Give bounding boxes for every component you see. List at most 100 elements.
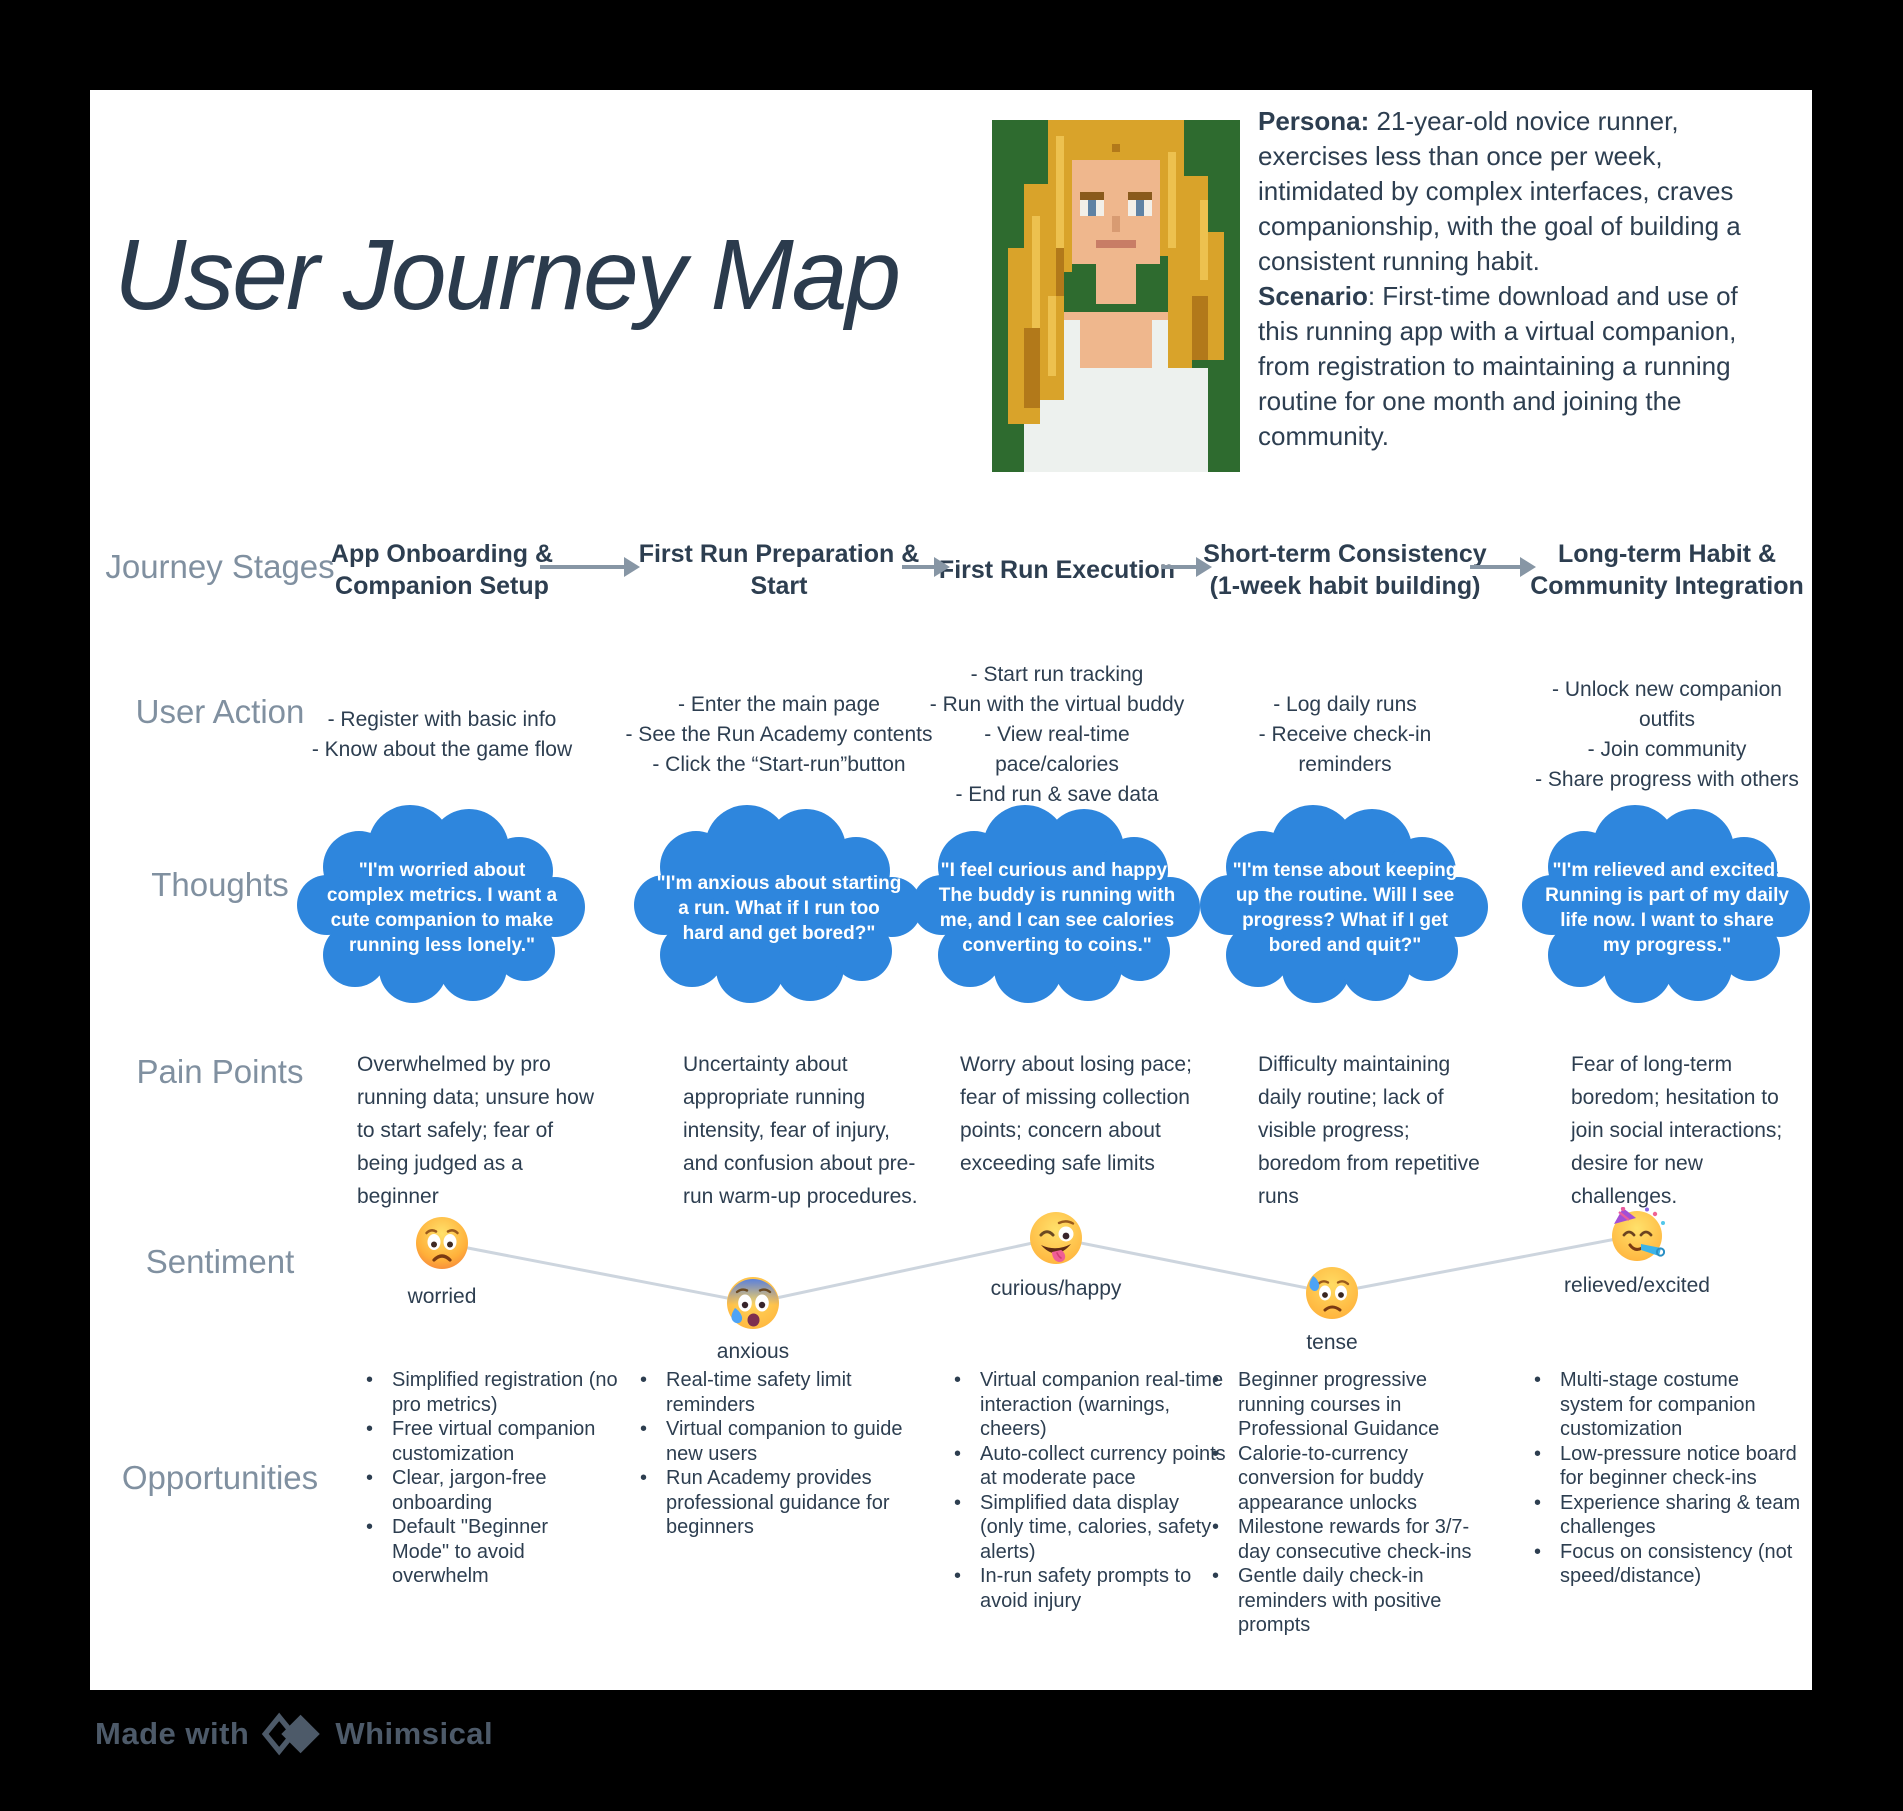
list-item: •Multi-stage costume system for companio… xyxy=(1534,1369,1756,1440)
action-line: - Share progress with others xyxy=(1535,768,1799,791)
pain-col-4: Difficulty maintaining daily routine; la… xyxy=(1258,1053,1480,1208)
cloud-shape-icon xyxy=(1200,805,1488,1003)
tense-sweat-face-emoji xyxy=(1306,1267,1358,1319)
thought-text: "I'm relieved and excited! Running is pa… xyxy=(1545,860,1789,956)
pain-col-2: Uncertainty about appropriate running in… xyxy=(683,1053,918,1208)
page-title: User Journey Map xyxy=(114,219,901,331)
anxious-face-emoji xyxy=(727,1277,779,1329)
arrow-right-icon xyxy=(540,557,640,577)
thought-cloud-3: "I feel curious and happy! The buddy is … xyxy=(912,805,1202,1015)
row-label-opportunities: Opportunities xyxy=(121,1459,319,1496)
persona-text: 21-year-old novice runner, exercises les… xyxy=(1258,106,1741,276)
bullet-icon: • xyxy=(1212,1369,1220,1391)
action-line: - Start run tracking xyxy=(970,663,1144,686)
row-label-pain-points: Pain Points xyxy=(136,1053,304,1090)
whimsical-attribution: Made with Whimsical xyxy=(95,1712,493,1756)
bullet-icon: • xyxy=(366,1369,374,1391)
bullet-icon: • xyxy=(1212,1565,1220,1587)
thought-text: "I'm worried about complex metrics. I wa… xyxy=(326,860,558,956)
pain-col-5: Fear of long-term boredom; hesitation to… xyxy=(1571,1053,1783,1208)
list-item: •Virtual companion to guide new users xyxy=(640,1418,903,1465)
actions-col-4: - Log daily runs - Receive check-in remi… xyxy=(1180,645,1510,825)
action-line: - Enter the main page xyxy=(678,693,880,716)
thought-cloud-4: "I'm tense about keeping up the routine.… xyxy=(1200,805,1490,1015)
stage-4: Short-term Consistency (1-week habit bui… xyxy=(1203,540,1487,600)
action-line: - Know about the game flow xyxy=(311,738,573,761)
bullet-icon: • xyxy=(366,1467,374,1489)
action-line: - Join community xyxy=(1587,738,1747,761)
list-item: •Simplified registration (no pro metrics… xyxy=(366,1369,618,1416)
cloud-shape-icon xyxy=(1522,805,1810,1003)
persona-avatar xyxy=(992,120,1240,472)
scenario-paragraph: Scenario: First-time download and use of… xyxy=(1258,279,1748,454)
actions-col-1: - Register with basic info - Know about … xyxy=(277,645,607,825)
arrow-right-icon xyxy=(1470,557,1536,577)
zany-happy-face-emoji xyxy=(1030,1212,1082,1264)
bullet-icon: • xyxy=(1534,1540,1542,1563)
thought-text: "I'm anxious about starting a run. What … xyxy=(656,872,902,944)
sentiment-label: worried xyxy=(407,1285,477,1308)
bullet-icon: • xyxy=(1212,1442,1220,1465)
action-line: - Unlock new companion outfits xyxy=(1552,678,1782,731)
opportunities-col-1: •Simplified registration (no pro metrics… xyxy=(366,1368,638,1589)
list-item: •Beginner progressive running courses in… xyxy=(1212,1369,1440,1440)
thought-text: "I feel curious and happy! The buddy is … xyxy=(938,860,1176,956)
persona-paragraph: Persona: 21-year-old novice runner, exer… xyxy=(1258,104,1748,279)
arrow-right-icon xyxy=(902,557,950,577)
list-item: •Virtual companion real-time interaction… xyxy=(954,1369,1224,1440)
bullet-icon: • xyxy=(954,1491,962,1514)
row-label-thoughts: Thoughts xyxy=(151,866,289,903)
stage-2: First Run Preparation & Start xyxy=(638,540,920,600)
arrow-right-icon xyxy=(1162,557,1212,577)
list-item: •Calorie-to-currency conversion for budd… xyxy=(1212,1442,1424,1514)
opportunities-col-3: •Virtual companion real-time interaction… xyxy=(954,1368,1226,1613)
thought-text: "I'm tense about keeping up the routine.… xyxy=(1232,860,1458,956)
list-item: •In-run safety prompts to avoid injury xyxy=(954,1565,1192,1612)
bullet-icon: • xyxy=(954,1442,962,1465)
bullet-icon: • xyxy=(1534,1491,1542,1514)
made-with-text: Made with xyxy=(95,1716,250,1751)
stage-3: First Run Execution xyxy=(938,556,1176,584)
list-item: •Auto-collect currency points at moderat… xyxy=(954,1442,1226,1490)
action-line: - Register with basic info xyxy=(327,708,557,731)
sentiment-label: curious/happy xyxy=(990,1277,1122,1300)
list-item: •Clear, jargon-free onboarding xyxy=(366,1467,547,1514)
list-item: •Simplified data display (only time, cal… xyxy=(954,1491,1212,1563)
cloud-shape-icon xyxy=(912,805,1200,1003)
list-item: •Real-time safety limit reminders xyxy=(640,1369,852,1416)
list-item: •Default "Beginner Mode" to avoid overwh… xyxy=(366,1516,549,1587)
list-item: •Free virtual companion customization xyxy=(366,1418,596,1465)
thought-cloud-1: "I'm worried about complex metrics. I wa… xyxy=(297,805,587,1015)
bullet-icon: • xyxy=(640,1467,648,1489)
action-line: - Click the “Start-run”button xyxy=(652,753,906,776)
row-label-journey-stages: Journey Stages xyxy=(105,548,335,585)
bullet-icon: • xyxy=(954,1369,962,1391)
sentiment-label: relieved/excited xyxy=(1564,1274,1710,1297)
action-line: - Log daily runs xyxy=(1273,693,1417,716)
bullet-icon: • xyxy=(954,1565,962,1587)
row-label-sentiment: Sentiment xyxy=(145,1243,295,1280)
bullet-icon: • xyxy=(366,1516,374,1538)
bullet-icon: • xyxy=(640,1418,648,1440)
persona-description: Persona: 21-year-old novice runner, exer… xyxy=(1258,104,1748,454)
persona-label: Persona: xyxy=(1258,106,1370,136)
list-item: •Gentle daily check-in reminders with po… xyxy=(1212,1565,1442,1636)
list-item: •Focus on consistency (not speed/distanc… xyxy=(1534,1540,1793,1588)
list-item: •Run Academy provides professional guida… xyxy=(640,1467,890,1538)
bullet-icon: • xyxy=(640,1369,648,1391)
list-item: •Low-pressure notice board for beginner … xyxy=(1534,1442,1797,1490)
scenario-text: : First-time download and use of this ru… xyxy=(1258,281,1738,451)
pain-col-3: Worry about losing pace; fear of missing… xyxy=(960,1053,1192,1175)
opportunities-col-2: •Real-time safety limit reminders •Virtu… xyxy=(640,1368,912,1540)
cloud-shape-icon xyxy=(297,805,585,1003)
journey-map-canvas: User Journey Map xyxy=(90,90,1812,1690)
actions-col-3: - Start run tracking - Run with the virt… xyxy=(892,645,1222,825)
actions-col-2: - Enter the main page - See the Run Acad… xyxy=(614,645,944,825)
scenario-label: Scenario xyxy=(1258,281,1368,311)
thought-cloud-2: "I'm anxious about starting a run. What … xyxy=(634,805,924,1015)
list-item: •Milestone rewards for 3/7-day consecuti… xyxy=(1212,1516,1472,1563)
brand-text: Whimsical xyxy=(335,1716,494,1751)
actions-col-5: - Unlock new companion outfits - Join co… xyxy=(1502,645,1832,825)
whimsical-logo-icon xyxy=(262,1712,321,1756)
bullet-icon: • xyxy=(1534,1369,1542,1391)
